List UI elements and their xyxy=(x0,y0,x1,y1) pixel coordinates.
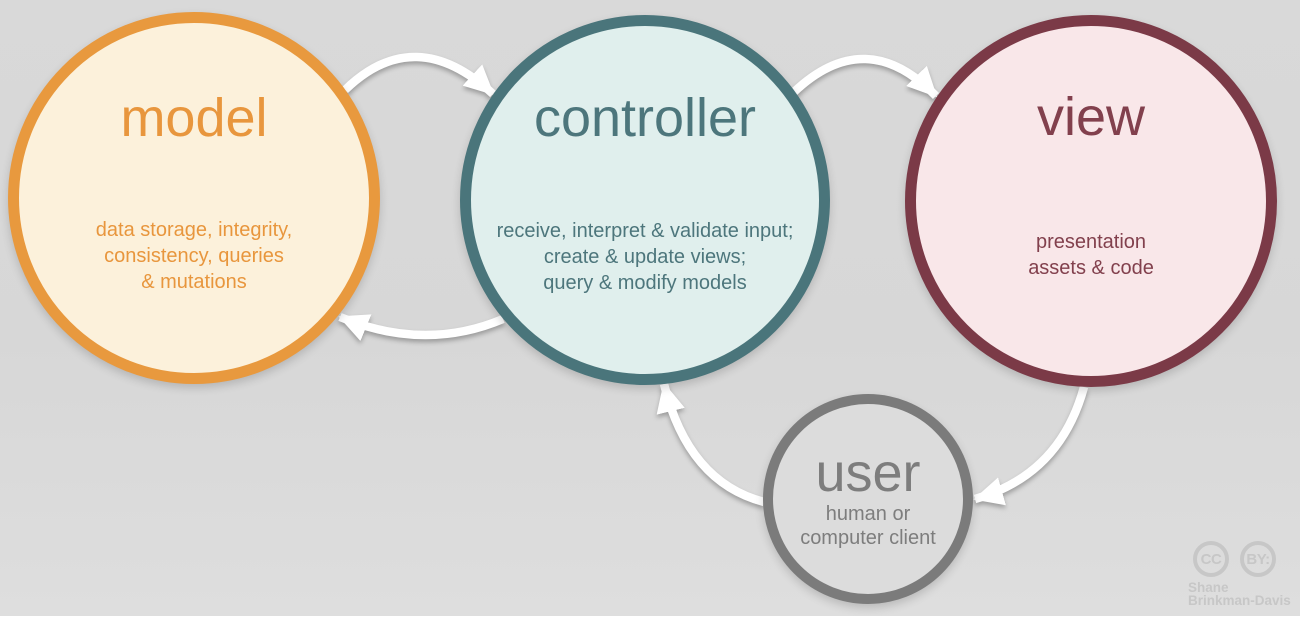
cc-icon-label: CC xyxy=(1200,550,1222,568)
author-last-name: Brinkman-Davis xyxy=(1188,592,1291,608)
node-user-title: user xyxy=(815,443,921,503)
node-controller-title: controller xyxy=(533,88,757,148)
bottom-edge-strip xyxy=(0,616,1300,620)
node-view-description: presentation assets & code xyxy=(1028,231,1154,279)
arrow-controller-to-model xyxy=(338,313,505,342)
cc-by-icon: BY: xyxy=(1240,541,1276,577)
node-model-title: model xyxy=(120,88,268,148)
node-controller-description: receive, interpret & validate input; cre… xyxy=(496,220,794,294)
node-controller: controller receive, interpret & validate… xyxy=(460,15,830,385)
node-view-title: view xyxy=(1036,87,1146,147)
cc-by-icon-label: BY: xyxy=(1246,550,1270,568)
author-first-name: Shane xyxy=(1188,580,1229,595)
arrow-user-to-controller xyxy=(656,382,766,507)
author-credit: Shane Brinkman-Davis xyxy=(1188,580,1291,608)
attribution: CC BY: Shane Brinkman-Davis xyxy=(1188,541,1291,607)
cc-icon: CC xyxy=(1193,541,1229,577)
node-model-description: data storage, integrity, consistency, qu… xyxy=(95,219,293,293)
arrow-controller-to-view xyxy=(791,54,940,99)
arrow-view-to-user xyxy=(973,385,1089,506)
node-user-description: human or computer client xyxy=(800,503,936,549)
node-model: model data storage, integrity, consisten… xyxy=(8,12,380,384)
node-user: user human or computer client xyxy=(763,394,973,604)
license-badges: CC BY: xyxy=(1193,541,1291,577)
node-view: view presentation assets & code xyxy=(905,15,1277,387)
arrow-model-to-controller xyxy=(342,52,496,98)
